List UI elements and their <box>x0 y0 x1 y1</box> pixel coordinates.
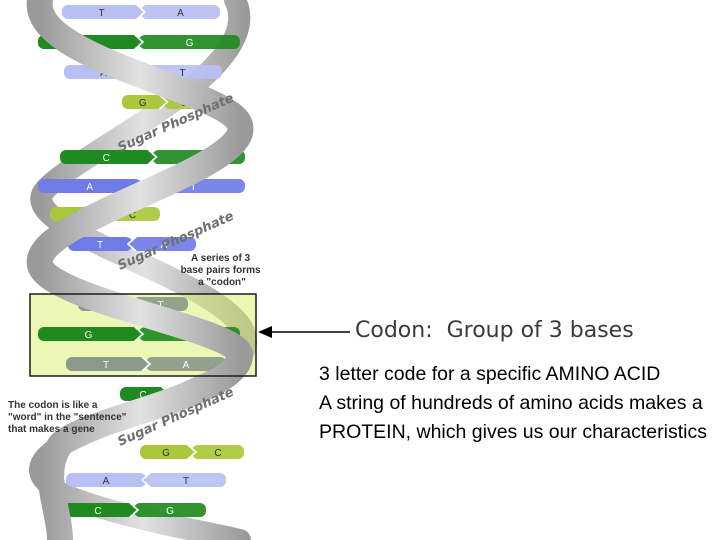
base-pair-right-base <box>146 473 226 487</box>
base-letter-right: G <box>186 38 194 49</box>
pointer-arrow <box>258 326 350 338</box>
backbone-strand-front <box>26 0 254 540</box>
base-pair-bond-notch <box>141 356 152 372</box>
base-letter-left: T <box>97 240 103 251</box>
codon-note: A series of 3 base pairs forms a "codon" <box>181 253 264 288</box>
base-letter-right: T <box>157 300 163 311</box>
base-letter-left: T <box>103 360 109 371</box>
base-pair-right-base <box>132 237 196 251</box>
base-pair-left-base <box>60 150 153 164</box>
base-pair-bond-notch <box>136 4 147 20</box>
codon-frame <box>29 293 257 377</box>
base-letter-right: T <box>179 68 185 79</box>
base-pair-bond-notch <box>134 326 145 342</box>
base-pair-left-base <box>66 357 146 371</box>
base-pair-left-base <box>122 95 164 109</box>
base-pair-right-base <box>139 35 240 49</box>
codon-description: 3 letter code for a specific AMINO ACID … <box>319 360 714 447</box>
base-pair-bond-notch <box>187 444 198 460</box>
base-letter-right: C <box>214 448 221 459</box>
word-note: The codon is like a "word" in the "sente… <box>8 400 129 435</box>
base-pair-left-base <box>68 237 132 251</box>
codon-definition: Group of 3 bases <box>446 318 634 343</box>
base-pair-right-base <box>192 445 244 459</box>
codon-term: Codon: <box>355 318 433 343</box>
base-letter-left: G <box>85 330 93 341</box>
base-pair-left-base <box>38 327 139 341</box>
base-pair-bond-notch <box>129 502 140 518</box>
base-pair-left-base <box>140 445 192 459</box>
base-pair-bond-notch <box>158 94 169 110</box>
base-pair-right-base <box>146 357 226 371</box>
codon-heading: Codon: Group of 3 bases <box>355 318 634 343</box>
base-pair-left-base <box>38 179 142 193</box>
base-letter-left: T <box>98 8 104 19</box>
base-letter-right: T <box>190 182 196 193</box>
base-pair-left-base <box>66 473 146 487</box>
base-pair-bond-notch <box>134 34 145 50</box>
description-line-amino-acid: 3 letter code for a specific AMINO ACID <box>319 363 661 385</box>
base-letter-left: A <box>103 476 110 487</box>
base-pair-bond-notch <box>140 472 151 488</box>
base-pair-bond-notch <box>126 236 137 252</box>
base-letter-right: G <box>166 506 174 517</box>
base-pair-right-base <box>141 5 220 19</box>
base-letter-right: A <box>183 360 190 371</box>
base-pair-bond-notch <box>147 149 158 165</box>
base-letter-left: C <box>139 390 146 401</box>
base-pair-right-base <box>134 503 206 517</box>
base-letter-right: A <box>177 8 184 19</box>
base-letter-left: G <box>139 98 147 109</box>
base-letter-right: A <box>161 240 168 251</box>
description-line-protein: A string of hundreds of amino acids make… <box>319 392 707 443</box>
base-letter-left: G <box>162 448 170 459</box>
base-letter-left: A <box>86 182 93 193</box>
base-pair-left-base <box>62 503 134 517</box>
base-letter-left: C <box>94 506 101 517</box>
base-letter-left: C <box>103 153 110 164</box>
base-letter-right: T <box>183 476 189 487</box>
base-letter-right: C <box>129 210 136 221</box>
base-pair-left-base <box>62 5 141 19</box>
